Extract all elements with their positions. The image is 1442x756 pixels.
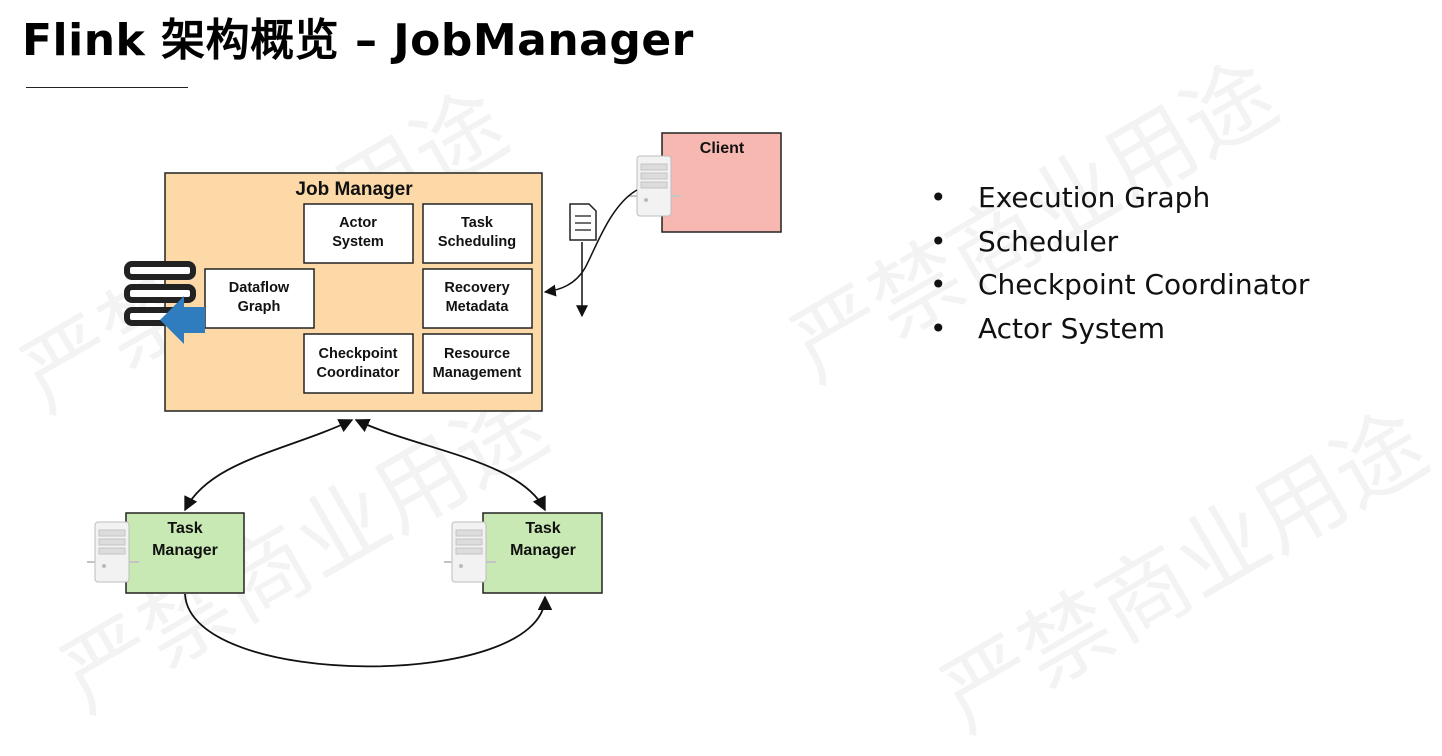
recovery-metadata-label-line1: Recovery bbox=[444, 280, 509, 296]
task-manager-left-label-line1: Task bbox=[167, 520, 202, 537]
task-manager-right-box bbox=[482, 512, 603, 594]
blue-arrow-icon bbox=[160, 296, 205, 344]
list-item: Scheduler bbox=[930, 222, 1309, 266]
dataflow-graph-box bbox=[204, 268, 315, 329]
task-scheduling-box bbox=[422, 203, 533, 264]
title-divider bbox=[26, 87, 188, 88]
checkpoint-coordinator-label-line1: Checkpoint bbox=[319, 346, 398, 362]
resource-management-label-line1: Resource bbox=[444, 346, 510, 362]
checkpoint-coordinator-label-line2: Coordinator bbox=[317, 365, 400, 381]
actor-system-box bbox=[303, 203, 414, 264]
list-item: Execution Graph bbox=[930, 178, 1309, 222]
checkpoint-coordinator-box bbox=[303, 333, 414, 394]
task-manager-left-box bbox=[125, 512, 245, 594]
jm-tm-right-arrow bbox=[354, 418, 546, 512]
architecture-diagram: Job Manager Actor System Task Scheduling… bbox=[86, 132, 782, 668]
resource-management-label-line2: Management bbox=[433, 365, 522, 381]
database-stack-icon bbox=[124, 261, 196, 326]
list-item: Checkpoint Coordinator bbox=[930, 265, 1309, 309]
submit-job-arrow bbox=[543, 189, 638, 297]
client-label: Client bbox=[700, 140, 745, 157]
task-scheduling-label-line2: Scheduling bbox=[438, 234, 516, 250]
feature-list: Execution Graph Scheduler Checkpoint Coo… bbox=[930, 178, 1309, 352]
task-manager-left-label-line2: Manager bbox=[152, 542, 218, 559]
job-manager-label: Job Manager bbox=[295, 179, 413, 200]
actor-system-label-line2: System bbox=[332, 234, 384, 250]
document-icon bbox=[569, 203, 597, 241]
list-item: Actor System bbox=[930, 309, 1309, 353]
page-title: Flink 架构概览 – JobManager bbox=[22, 15, 694, 66]
task-manager-right-label-line1: Task bbox=[525, 520, 560, 537]
tm-tm-arrow bbox=[184, 593, 553, 668]
dataflow-graph-label-line2: Graph bbox=[238, 299, 281, 315]
task-scheduling-label-line1: Task bbox=[461, 215, 494, 231]
task-manager-right-label-line2: Manager bbox=[510, 542, 576, 559]
dataflow-graph-label-line1: Dataflow bbox=[229, 280, 290, 296]
recovery-metadata-box bbox=[422, 268, 533, 329]
resource-management-box bbox=[422, 333, 533, 394]
actor-system-label-line1: Actor bbox=[339, 215, 377, 231]
jm-tm-left-arrow bbox=[184, 419, 354, 512]
client-box bbox=[661, 132, 782, 233]
recovery-metadata-label-line2: Metadata bbox=[446, 299, 510, 315]
